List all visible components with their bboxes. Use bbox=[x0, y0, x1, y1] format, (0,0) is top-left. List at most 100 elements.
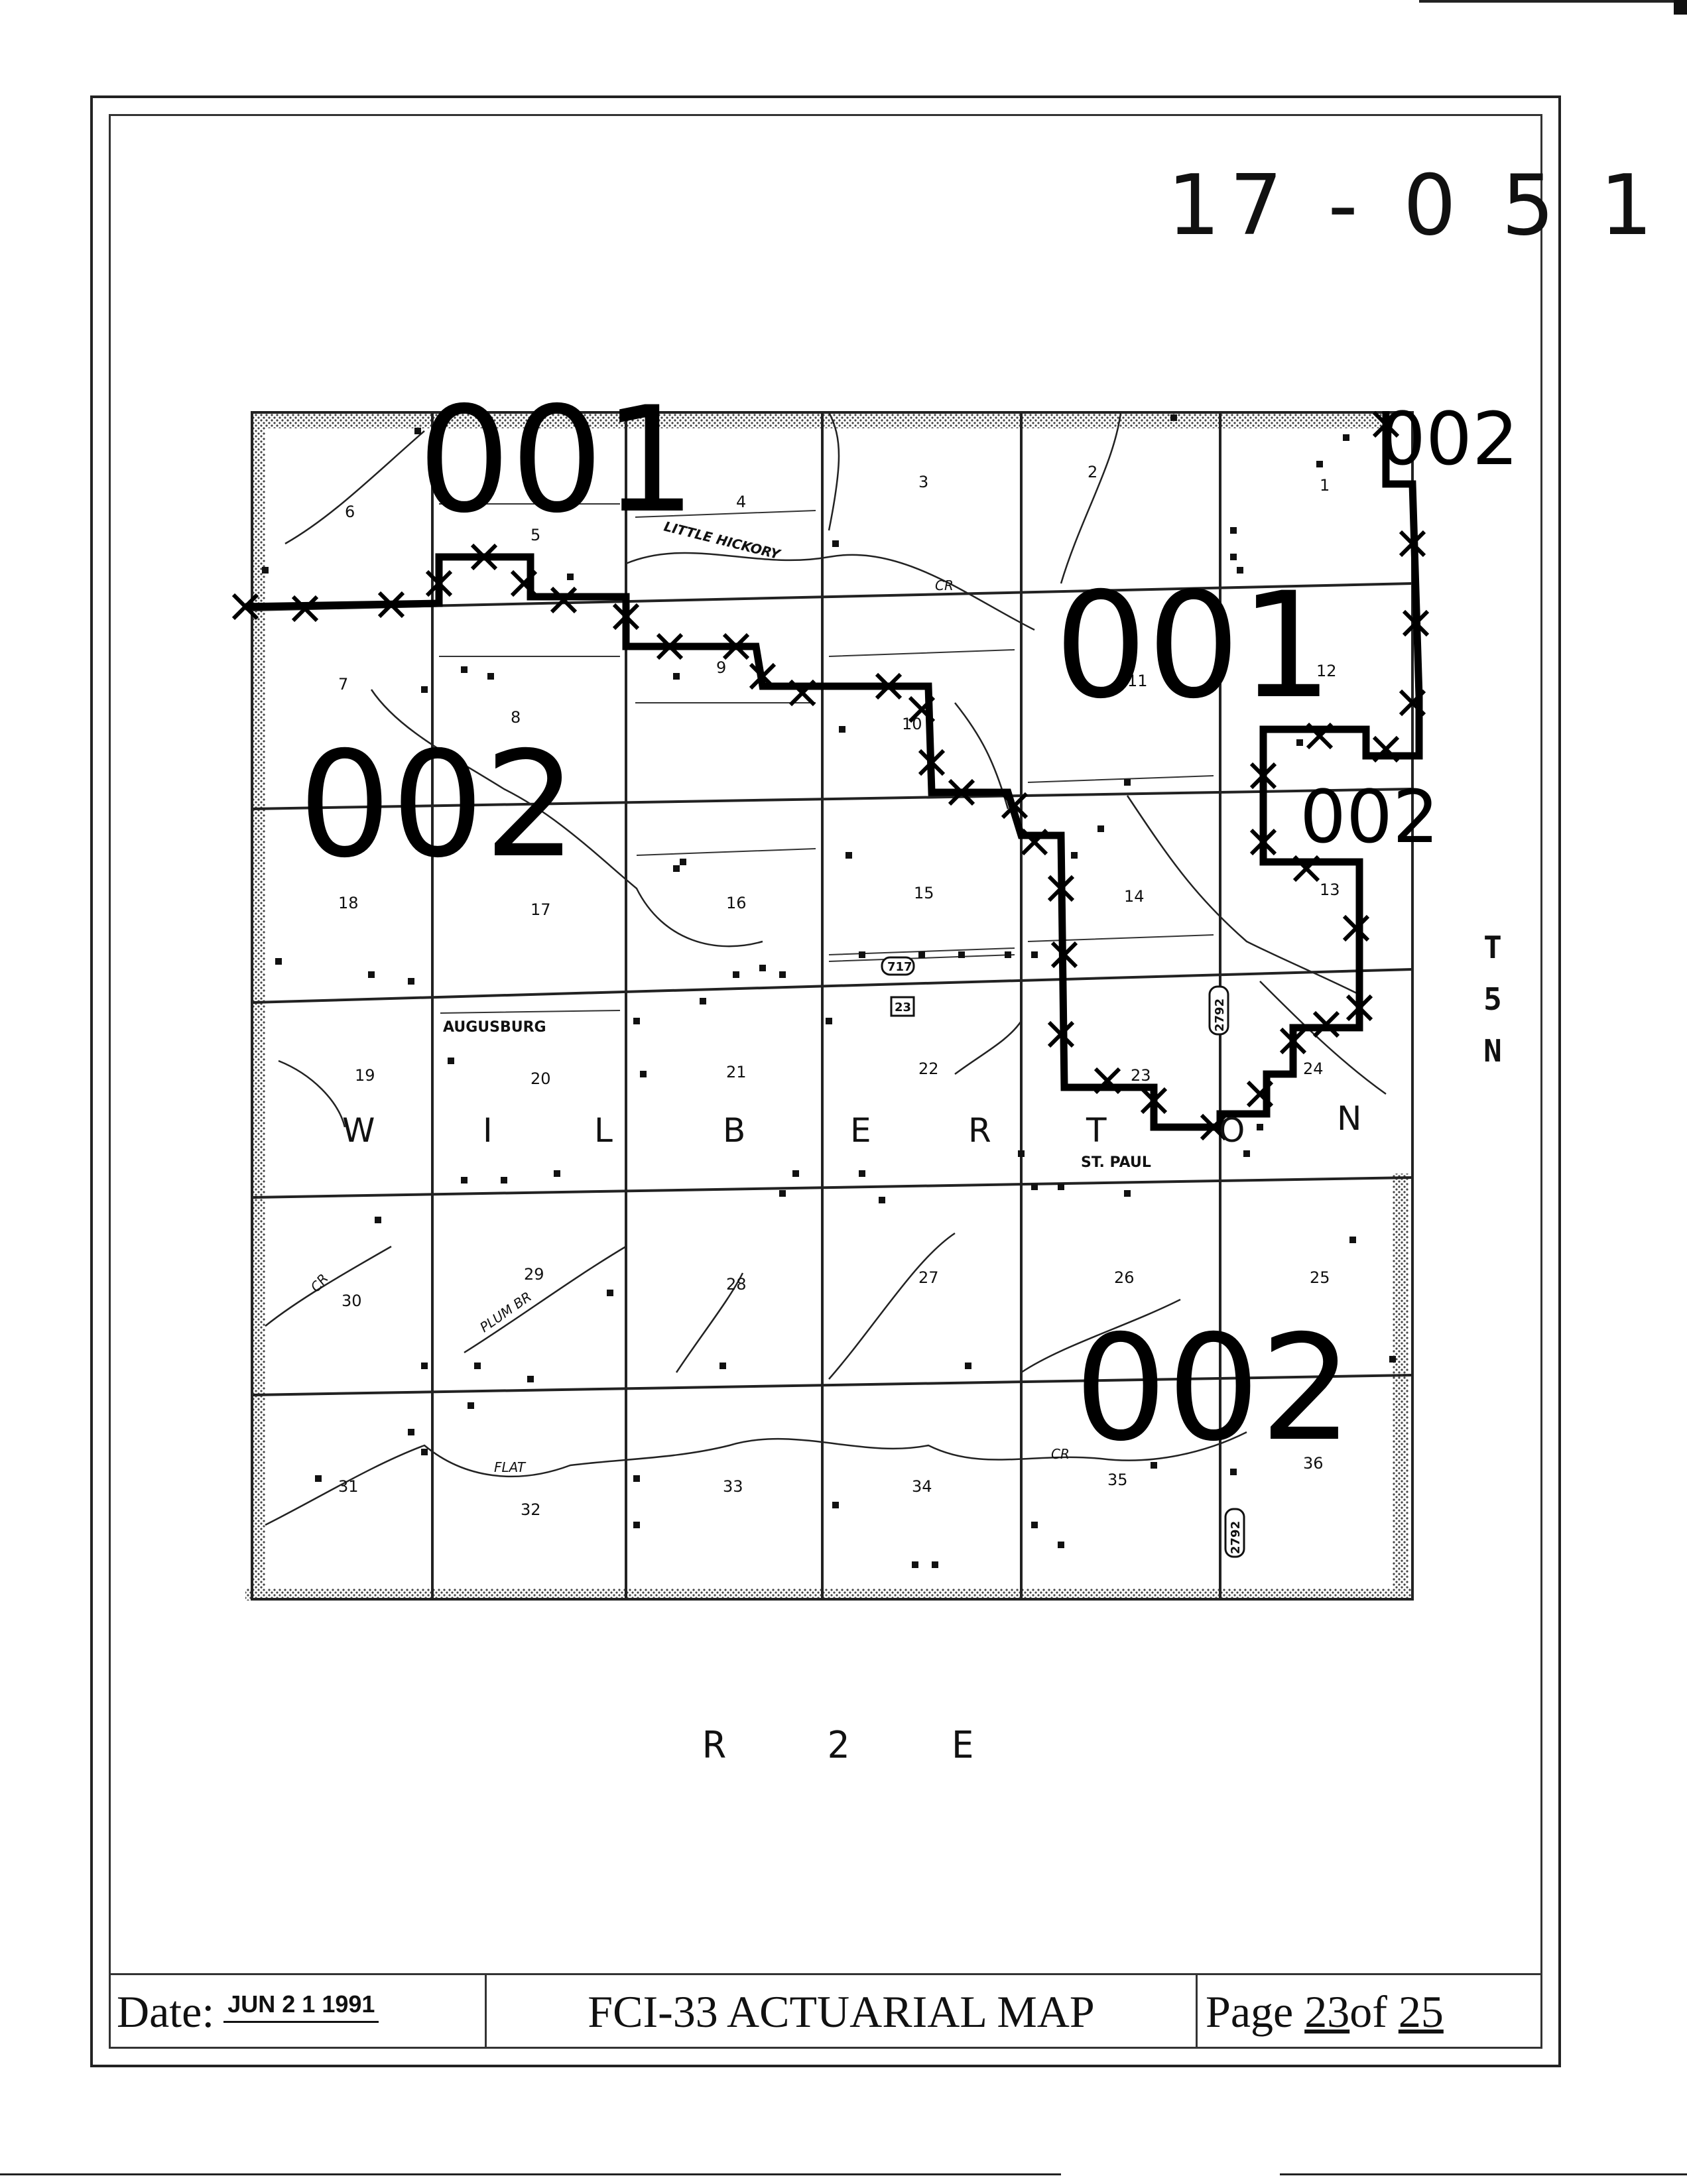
boundary-x-mark bbox=[1093, 1067, 1121, 1095]
boundary-x-mark bbox=[1140, 1087, 1168, 1115]
building-marker bbox=[414, 428, 421, 434]
building-marker bbox=[421, 686, 428, 693]
boundary-x-mark bbox=[1292, 855, 1320, 882]
boundary-x-mark bbox=[1345, 994, 1373, 1022]
building-marker bbox=[275, 958, 282, 965]
boundary-x-mark bbox=[377, 591, 405, 619]
building-marker bbox=[461, 666, 468, 673]
building-marker bbox=[368, 971, 375, 978]
section-number: 1 bbox=[1320, 476, 1330, 495]
building-marker bbox=[1237, 567, 1243, 574]
boundary-shading bbox=[245, 412, 1412, 1601]
boundary-x-mark bbox=[1200, 1113, 1227, 1141]
boundary-x-mark bbox=[1372, 735, 1400, 763]
building-marker bbox=[918, 951, 925, 958]
section-number: 31 bbox=[338, 1477, 359, 1496]
page-current: 23 bbox=[1304, 1986, 1350, 2037]
building-marker bbox=[700, 998, 706, 1004]
zone-label-002-top-right: 002 bbox=[1379, 396, 1519, 481]
township-label: T 5 N bbox=[1476, 922, 1509, 1077]
township-label-number: 5 bbox=[1483, 981, 1502, 1017]
section-number: 12 bbox=[1316, 662, 1337, 680]
route-label-2792-lower: 2792 bbox=[1229, 1521, 1243, 1554]
building-marker bbox=[759, 965, 766, 971]
section-number: 26 bbox=[1114, 1268, 1135, 1287]
building-marker bbox=[1257, 1124, 1263, 1130]
stream-sec2 bbox=[1060, 412, 1122, 584]
map-number: 17 - 0 5 1 bbox=[1167, 156, 1662, 254]
building-marker bbox=[1230, 527, 1237, 534]
building-marker bbox=[1097, 825, 1104, 832]
outer-frame bbox=[90, 95, 1561, 2067]
boundary-x-mark bbox=[291, 595, 319, 623]
zone-line-main bbox=[245, 411, 1423, 1131]
footer-title-cell: FCI-33 ACTUARIAL MAP bbox=[487, 1975, 1198, 2049]
boundary-x-mark bbox=[788, 679, 816, 707]
boundary-x-mark bbox=[1399, 689, 1426, 717]
section-number: 29 bbox=[524, 1265, 544, 1284]
section-number: 36 bbox=[1303, 1454, 1324, 1473]
zone-label-002-left: 002 bbox=[298, 720, 577, 890]
stream-sec24 bbox=[1259, 981, 1387, 1095]
section-number: 6 bbox=[345, 503, 355, 521]
section-number: 32 bbox=[521, 1500, 541, 1519]
section-number: 33 bbox=[723, 1477, 743, 1496]
stream-sec8 bbox=[370, 689, 763, 947]
boundary-x-mark bbox=[1021, 828, 1048, 856]
boundary-x-mark bbox=[908, 696, 936, 723]
township-letter: L bbox=[594, 1111, 613, 1150]
boundary-x-mark bbox=[1050, 941, 1078, 969]
building-marker bbox=[633, 1018, 640, 1024]
stream-cr30 bbox=[265, 1245, 392, 1327]
section-number: 16 bbox=[726, 894, 747, 912]
route-shield-23 bbox=[890, 996, 915, 1017]
top-edge-tick bbox=[1674, 0, 1687, 15]
shade-left bbox=[252, 412, 265, 1597]
section-number: 28 bbox=[726, 1275, 747, 1294]
zone-label-002-lower-right: 002 bbox=[1074, 1304, 1353, 1473]
building-marker bbox=[832, 540, 839, 547]
footer-date-cell: Date: JUN 2 1 1991 bbox=[109, 1975, 487, 2049]
stream-sec14 bbox=[1126, 795, 1360, 996]
boundary-x-mark bbox=[1249, 828, 1277, 856]
stream-sec26 bbox=[1021, 1298, 1181, 1374]
section-number: 13 bbox=[1320, 880, 1340, 899]
building-marker bbox=[375, 1217, 381, 1223]
section-number: 15 bbox=[914, 884, 934, 902]
bottom-edge-rule-left bbox=[0, 2173, 1061, 2175]
inner-frame bbox=[109, 114, 1542, 2049]
stream-sec6 bbox=[284, 430, 425, 545]
section-number: 5 bbox=[531, 526, 540, 544]
township-letter: W bbox=[342, 1111, 375, 1150]
boundary-x-mark bbox=[1001, 792, 1029, 819]
section-number: 25 bbox=[1310, 1268, 1330, 1287]
township-letter: T bbox=[1086, 1111, 1107, 1150]
building-marker bbox=[845, 852, 852, 859]
section-number: 14 bbox=[1124, 887, 1145, 906]
township-letter: I bbox=[483, 1111, 493, 1150]
route-markers: 717 23 2792 2792 bbox=[881, 956, 1245, 1558]
stream-plum-br bbox=[464, 1245, 627, 1354]
building-marker bbox=[1031, 1183, 1038, 1190]
building-marker bbox=[554, 1170, 560, 1177]
building-marker bbox=[461, 1177, 468, 1183]
building-marker bbox=[719, 1363, 726, 1369]
section-number: 22 bbox=[918, 1060, 939, 1078]
grid-h5 bbox=[251, 1374, 1413, 1396]
building-marker bbox=[792, 1170, 799, 1177]
township-letter: B bbox=[723, 1111, 745, 1150]
stream-sec22 bbox=[954, 1020, 1023, 1075]
boundary-x-mark bbox=[722, 633, 750, 660]
section-number: 4 bbox=[736, 493, 746, 511]
building-marker bbox=[1031, 951, 1038, 958]
route-shield-2792-lower bbox=[1224, 1508, 1245, 1558]
boundary-x-mark bbox=[1249, 762, 1277, 790]
building-marker bbox=[1058, 1542, 1064, 1548]
stream-label-cr-left: CR bbox=[307, 1270, 331, 1295]
building-marker bbox=[733, 971, 739, 978]
building-marker bbox=[673, 865, 680, 872]
range-label: R 2 E bbox=[703, 1724, 1014, 1767]
section-number: 21 bbox=[726, 1063, 747, 1081]
boundary-x-mark bbox=[1279, 1027, 1307, 1055]
boundary-x-mark bbox=[1306, 722, 1334, 750]
